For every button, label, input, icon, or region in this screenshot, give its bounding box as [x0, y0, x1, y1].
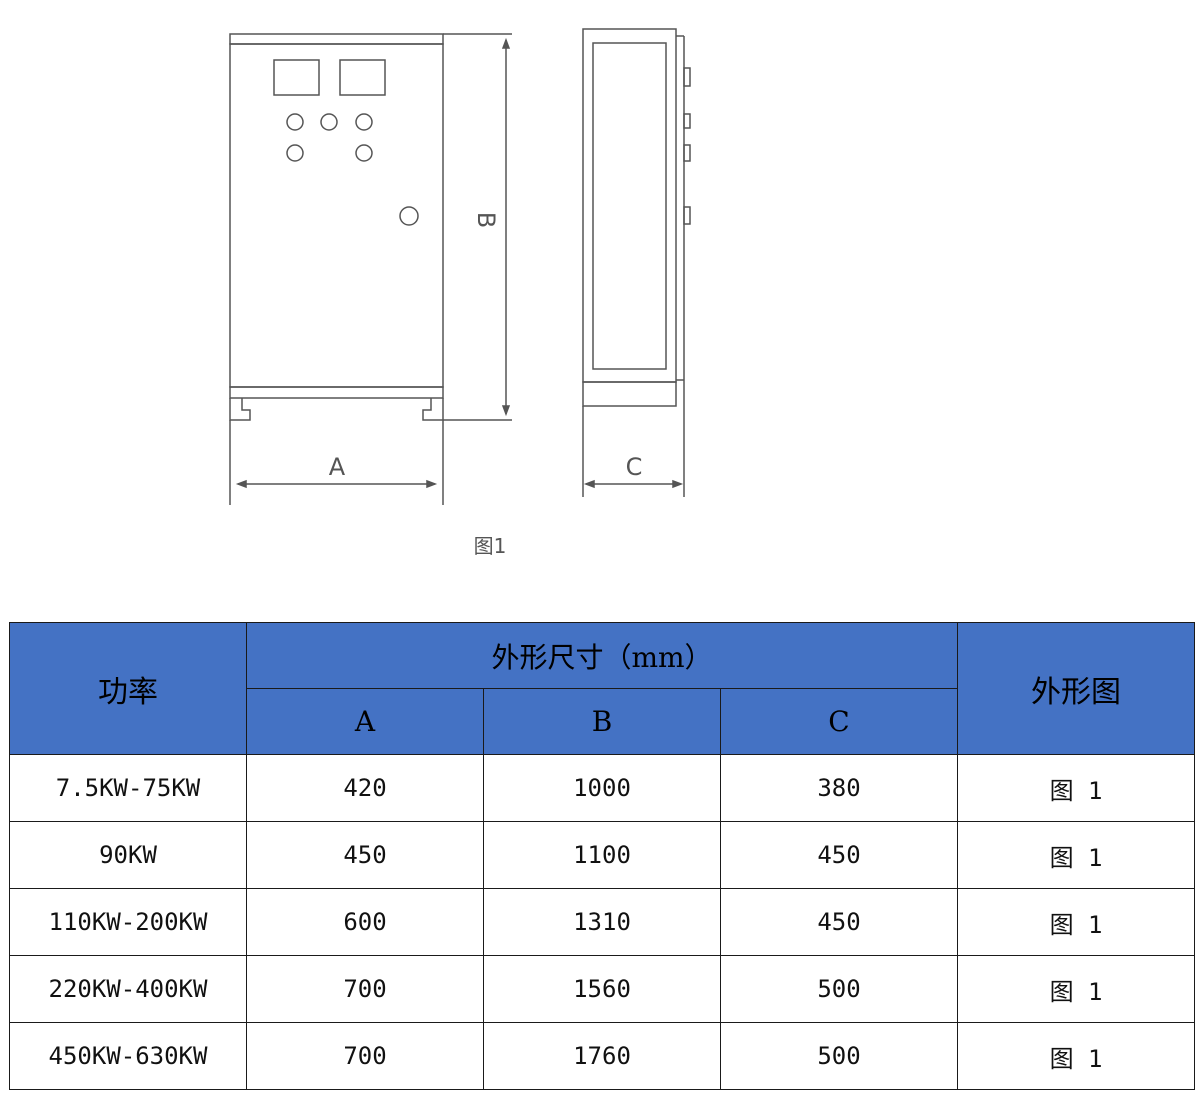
cell-c: 500	[719, 1022, 959, 1090]
cabinet-drawing: A B C	[229, 28, 691, 505]
cell-figure: 图 1	[957, 955, 1196, 1023]
cell-b: 1560	[483, 955, 721, 1023]
table-row: 90KW 450 1100 450 图 1	[9, 821, 1196, 889]
header-col-b: B	[483, 688, 721, 755]
dimension-c	[582, 380, 685, 497]
label-a: A	[329, 453, 346, 481]
table-row: 450KW-630KW 700 1760 500 图 1	[9, 1022, 1196, 1090]
header-col-c: C	[719, 688, 959, 755]
dimension-table: 功率 外形尺寸（mm） 外形图 A B C 7.5KW-75KW 420 100…	[9, 622, 1196, 1090]
dimension-a	[229, 420, 444, 505]
header-power: 功率	[9, 622, 247, 755]
cell-a: 600	[246, 888, 484, 956]
table-row: 7.5KW-75KW 420 1000 380 图 1	[9, 754, 1196, 822]
cell-a: 700	[246, 1022, 484, 1090]
header-col-a: A	[246, 688, 484, 755]
cell-b: 1000	[483, 754, 721, 822]
cell-power: 110KW-200KW	[9, 888, 247, 956]
table-row: 220KW-400KW 700 1560 500 图 1	[9, 955, 1196, 1023]
header-figure: 外形图	[957, 622, 1196, 755]
cell-power: 7.5KW-75KW	[9, 754, 247, 822]
front-view	[229, 33, 444, 421]
cell-figure: 图 1	[957, 888, 1196, 956]
cell-figure: 图 1	[957, 821, 1196, 889]
cell-b: 1100	[483, 821, 721, 889]
cell-c: 450	[719, 821, 959, 889]
label-b: B	[472, 212, 500, 228]
side-view	[582, 28, 691, 407]
cell-power: 90KW	[9, 821, 247, 889]
cell-power: 220KW-400KW	[9, 955, 247, 1023]
cell-power: 450KW-630KW	[9, 1022, 247, 1090]
dimension-b	[443, 33, 512, 421]
cell-figure: 图 1	[957, 754, 1196, 822]
display-right	[339, 59, 386, 96]
cell-figure: 图 1	[957, 1022, 1196, 1090]
cell-b: 1760	[483, 1022, 721, 1090]
table-row: 110KW-200KW 600 1310 450 图 1	[9, 888, 1196, 956]
cell-c: 450	[719, 888, 959, 956]
header-dimensions: 外形尺寸（mm）	[245, 622, 959, 689]
cell-c: 500	[719, 955, 959, 1023]
cell-a: 700	[246, 955, 484, 1023]
display-left	[273, 59, 320, 96]
cell-c: 380	[719, 754, 959, 822]
cell-b: 1310	[483, 888, 721, 956]
cell-a: 450	[246, 821, 484, 889]
label-c: C	[626, 453, 643, 481]
figure-caption: 图1	[473, 534, 507, 558]
cell-a: 420	[246, 754, 484, 822]
